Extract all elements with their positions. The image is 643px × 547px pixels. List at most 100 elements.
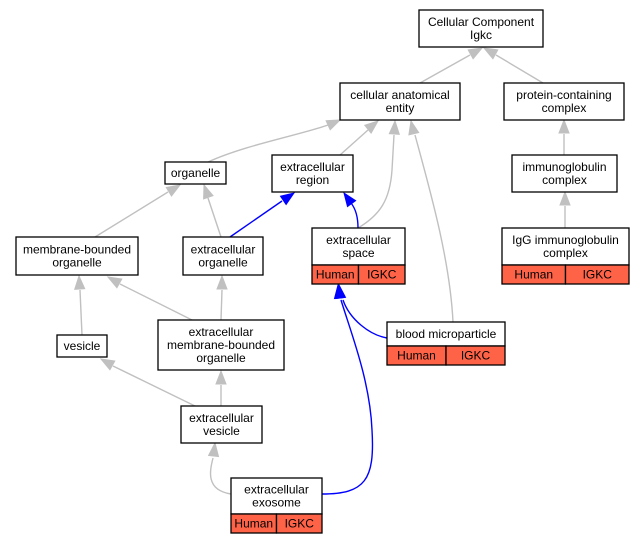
edge-extracellular-space-to-extracellular-region [343,191,359,229]
arrowhead [559,190,571,206]
node-label-line: space [342,246,374,260]
arrowhead [333,283,346,300]
edge-blood-microparticle-to-extracellular-space [334,283,388,339]
edge-line [419,54,471,84]
node-box [311,227,406,266]
organism-label: Human [316,268,355,282]
edge-extracellular-space-to-cellular-anatomical-entity [357,119,401,229]
node-box [56,334,108,358]
arrowhead [215,369,227,385]
node-label-line: entity [386,101,415,115]
node-label-line: complex [543,246,588,260]
arrowhead [325,119,342,131]
edge-extracellular-exosome-to-extracellular-space [321,283,374,495]
annotation-row: Human IGKC [311,264,406,285]
annotation-row: Human IGKC [230,513,323,534]
node-label-line: extracellular [280,160,345,174]
edge-extracellular-membrane-bounded-organelle-to-membrane-bounded-organelle [106,276,193,321]
node-vesicle[interactable]: vesicle [56,334,108,358]
node-box [180,405,263,444]
edge-line [209,457,232,495]
node-label-line: protein-containing [516,88,611,102]
organism-label: Human [234,517,273,531]
arrowhead [207,441,220,458]
arrowhead [482,47,499,60]
node-label-line: region [296,173,329,187]
edge-line [112,365,196,407]
arrowhead [106,276,123,289]
node-box [339,82,461,121]
node-label-line: IgG immunoglobulin [512,233,619,247]
edge-extracellular-exosome-to-extracellular-vesicle [207,441,232,495]
edge-extracellular-organelle-to-extracellular-region [229,192,296,238]
gene-cell [564,264,630,285]
node-label-line: organelle [196,351,246,365]
node-label-line: Cellular Component [428,15,535,29]
edge-line [220,289,223,321]
arrowhead [388,119,401,135]
node-box [501,227,630,266]
gene-cell [275,513,323,534]
edges-layer [73,47,571,495]
edge-line [342,299,388,339]
node-box [271,154,354,193]
edge-line [79,289,83,336]
node-label-line: organelle [52,256,102,270]
arrowhead [203,183,214,200]
arrowhead [363,120,380,134]
arrowhead [467,47,484,60]
node-box [418,9,544,48]
node-label-line: cellular anatomical [350,88,449,102]
edge-line [414,134,454,323]
node-label-line: extracellular [244,483,309,497]
node-label-line: extracellular [191,243,256,257]
node-label-line: vesicle [203,424,240,438]
node-label-line: membrane-bounded [23,243,131,257]
node-label-line: extracellular [326,233,391,247]
gene-cell [445,345,506,366]
node-label-line: complex [542,101,587,115]
gene-label: IGKC [367,268,397,282]
edge-line [321,299,374,495]
gene-label: IGKC [461,349,491,363]
edge-cellular-anatomical-entity-to-cellular-component [419,47,484,84]
node-organelle[interactable]: organelle [164,161,227,185]
arrowhead [99,358,116,371]
node-label-line: vesicle [64,339,101,353]
edge-line [207,124,329,163]
node-box [511,154,618,193]
node-label-line: blood microparticle [396,327,497,341]
edge-extracellular-membrane-bounded-organelle-to-extracellular-organelle [216,274,228,321]
organism-label: Human [514,268,553,282]
node-label-line: extracellular [189,325,254,339]
edge-extracellular-region-to-cellular-anatomical-entity [339,120,380,156]
gene-label: IGKC [285,517,315,531]
node-box [182,236,264,276]
node-label-line: immunoglobulin [522,160,606,174]
edge-extracellular-vesicle-to-extracellular-membrane-bounded-organelle [215,369,227,406]
arrowhead [558,118,570,134]
arrowhead [165,184,182,197]
edge-igg-immunoglobulin-complex-to-immunoglobulin-complex [559,190,571,228]
gene-label: IGKC [583,268,613,282]
gene-cell [357,264,406,285]
node-label-line: extracellular [189,411,254,425]
node-box [164,161,227,185]
node-label-line: exosome [252,496,301,510]
edge-vesicle-to-membrane-bounded-organelle [73,274,86,336]
